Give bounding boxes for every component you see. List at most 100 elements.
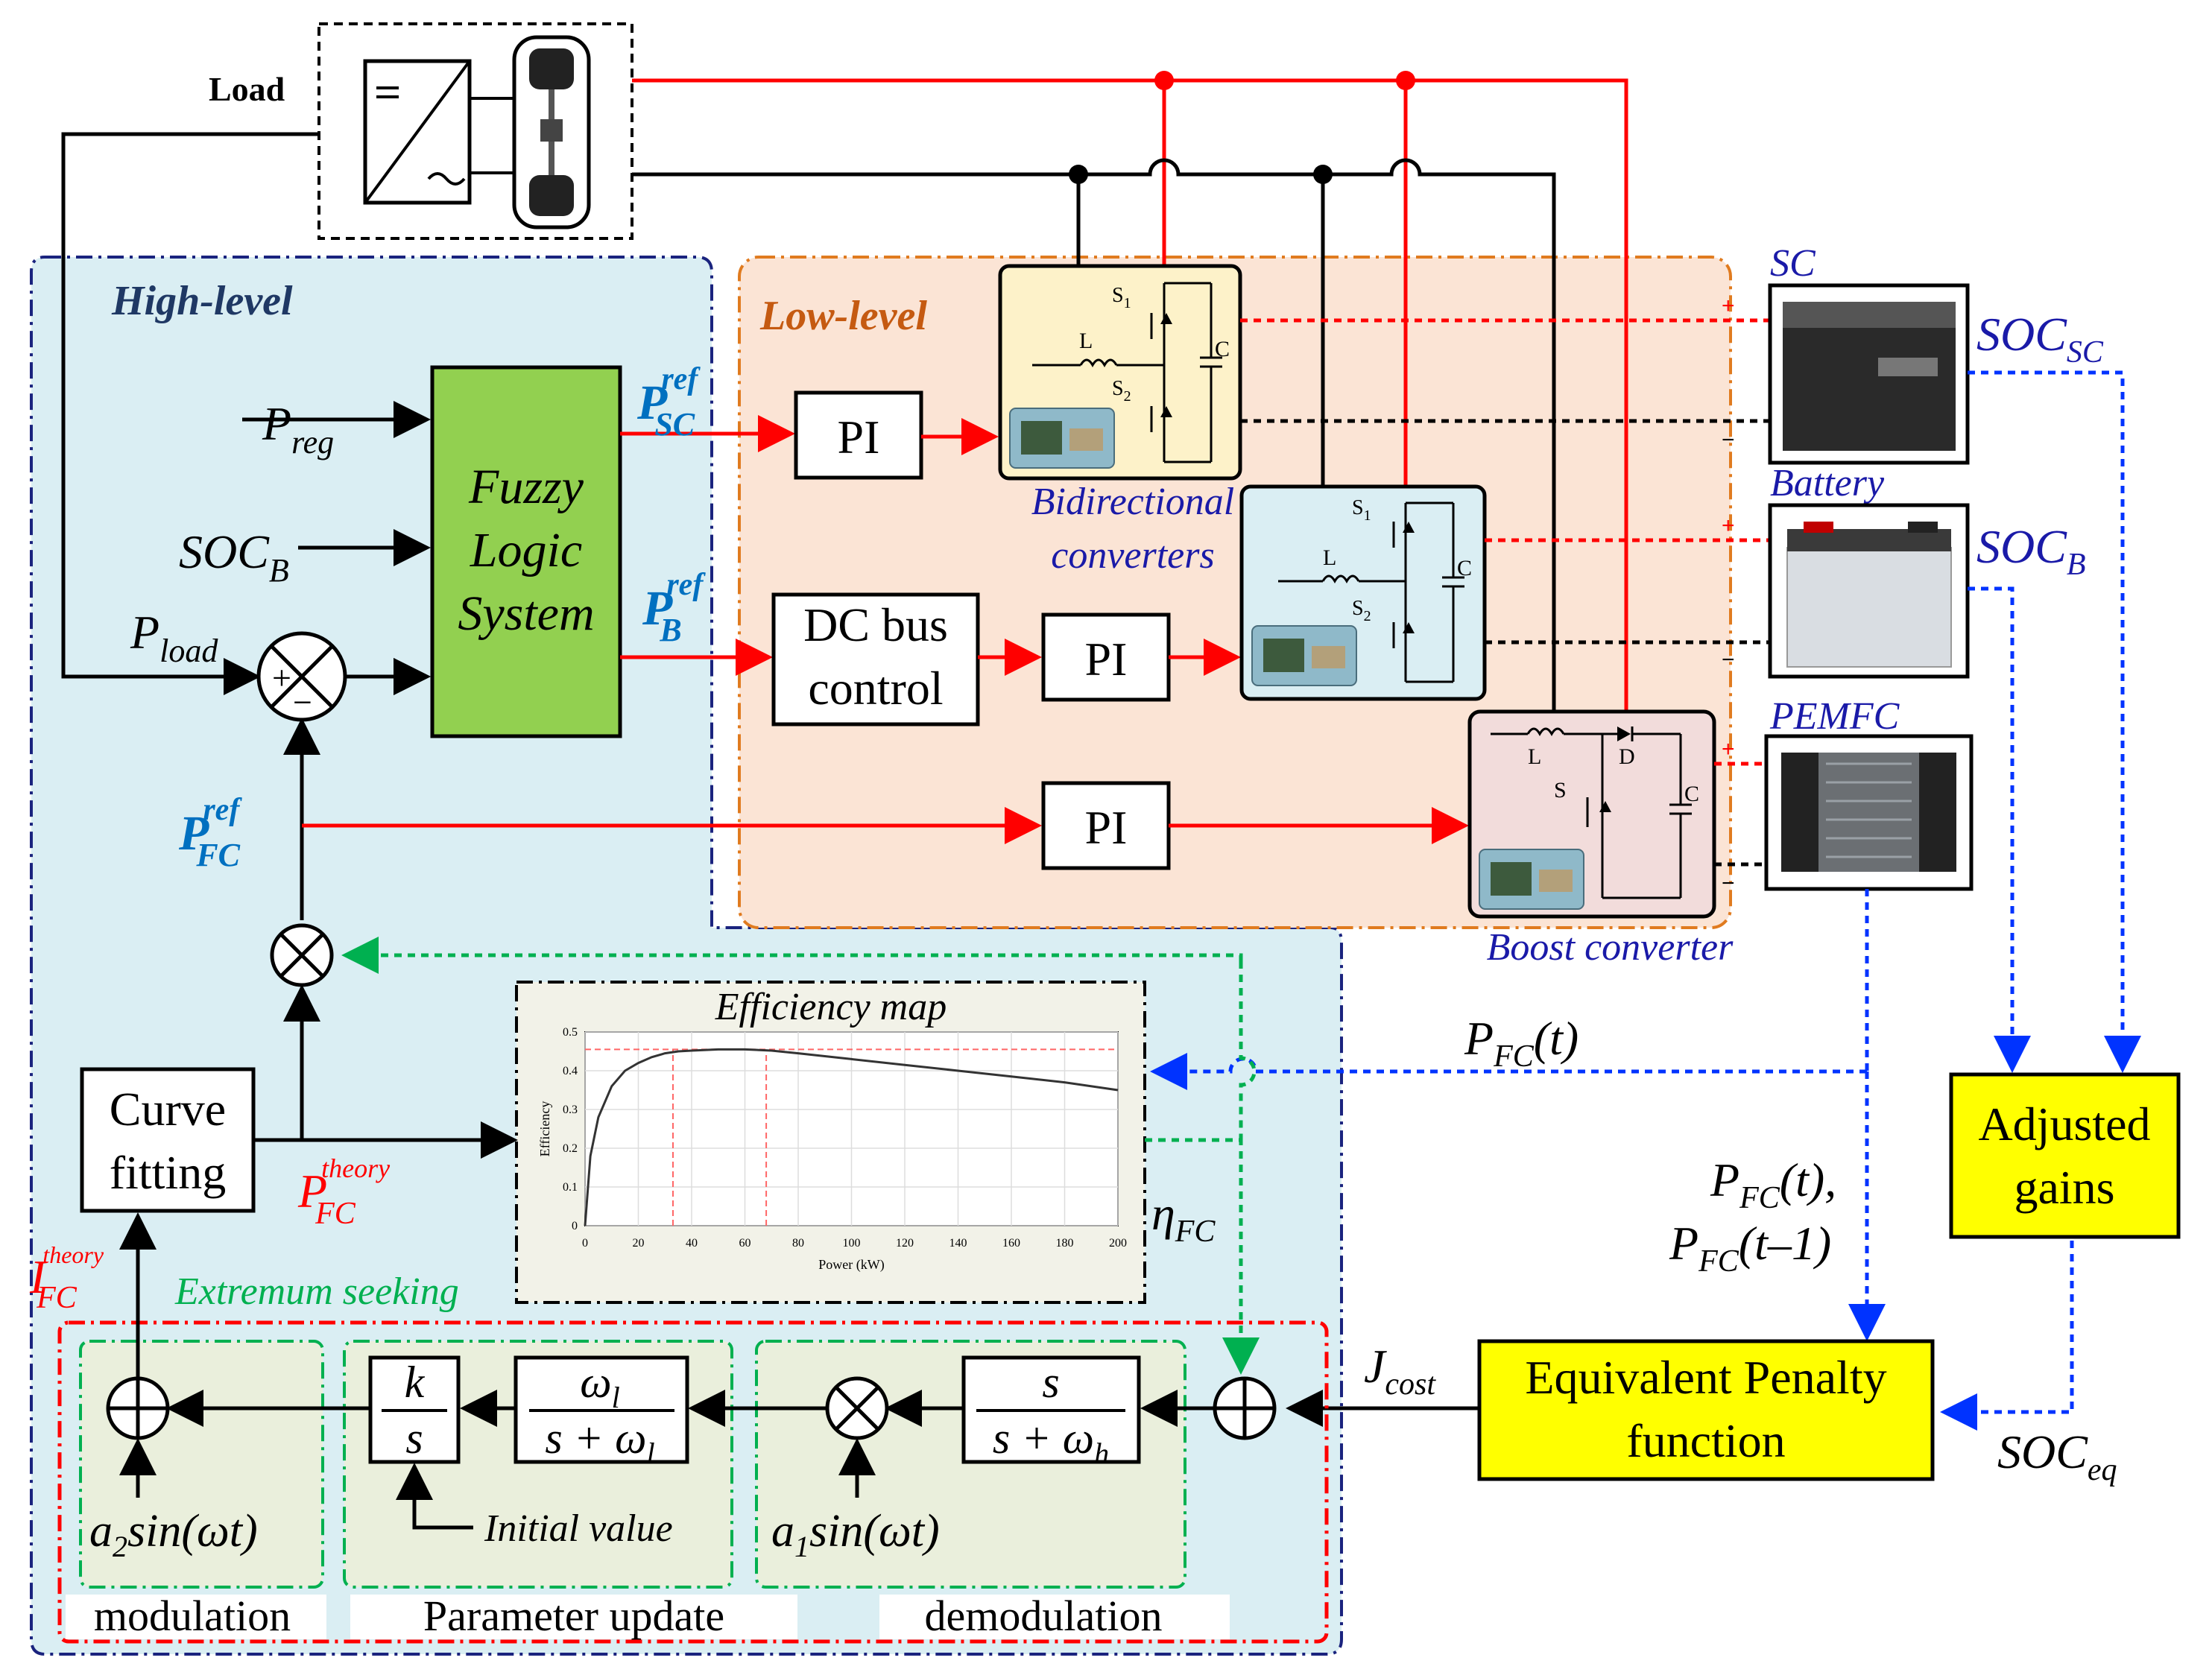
svg-text:C: C: [1684, 782, 1699, 806]
bidirectional-label-line2: converters: [1051, 534, 1214, 577]
x-tick-label: 60: [739, 1237, 751, 1250]
load-power-wire: [61, 132, 319, 695]
x-axis-label: Power (kW): [818, 1257, 884, 1273]
soc-b-input-label: SOCB: [179, 525, 289, 589]
fuzzy-label-line1: Fuzzy: [468, 460, 584, 514]
high-level-region: [30, 256, 1343, 1656]
boost-converter-label: Boost converter: [1487, 926, 1734, 969]
a1-sin-label: a1sin(ωt): [771, 1506, 940, 1563]
j-cost-label: Jcost: [1364, 1340, 1436, 1402]
x-tick-label: 140: [949, 1237, 967, 1250]
pi-label-fc: PI: [1085, 801, 1128, 854]
svg-text:C: C: [1215, 337, 1230, 361]
x-tick-label: 40: [686, 1237, 698, 1250]
bidirectional-label-line1: Bidirectional: [1031, 481, 1234, 523]
svg-text:L: L: [1323, 545, 1336, 570]
high-level-title: High-level: [111, 278, 293, 324]
penalty-line1: Equivalent Penalty: [1525, 1351, 1886, 1404]
pemfc-label: PEMFC: [1769, 695, 1900, 738]
svg-text:L: L: [1079, 329, 1093, 353]
bidirectional-converter-battery: L S1 S2 C: [1239, 484, 1487, 701]
pi-label-battery: PI: [1085, 633, 1128, 686]
x-tick-label: 120: [896, 1237, 914, 1250]
pi-block-fc: [1041, 781, 1171, 870]
pi-block-sc: [794, 390, 923, 480]
lpf-denominator: s + ωl: [545, 1413, 654, 1470]
curve-fitting-block: [80, 1067, 256, 1213]
y-tick-label: 0.3: [563, 1104, 578, 1116]
hpf-numerator: s: [1042, 1358, 1059, 1407]
efficiency-curve: [584, 1048, 1119, 1226]
y-tick-label: 0.2: [563, 1142, 578, 1155]
p-reg-label: Preg: [262, 397, 334, 460]
svg-text:−: −: [293, 683, 312, 721]
dc-bus-label-line2: control: [808, 662, 943, 715]
x-tick-label: 80: [792, 1237, 804, 1250]
integrator-numerator: k: [405, 1358, 426, 1407]
adjusted-gains-line2: gains: [2014, 1161, 2114, 1214]
dc-bus-positive-wire: [632, 78, 1628, 715]
y-axis-label: Efficiency: [537, 1101, 552, 1157]
soc-sc-label: SOCSC: [1976, 308, 2104, 370]
x-tick-label: 180: [1056, 1237, 1074, 1250]
curve-fitting-line1: Curve: [110, 1083, 226, 1136]
eta-fc-label: ηFC: [1151, 1187, 1216, 1249]
initial-value-label: Initial value: [484, 1507, 673, 1550]
y-tick-label: 0: [572, 1220, 578, 1232]
svg-text:+: +: [1722, 737, 1735, 762]
pfc-t-label: PFC(t): [1464, 1012, 1579, 1074]
integrator-denominator: s: [405, 1413, 423, 1463]
penalty-line2: function: [1626, 1414, 1785, 1467]
svg-text:S1: S1: [1112, 284, 1131, 311]
summing-junction-jcost: [1213, 1376, 1277, 1440]
svg-text:−: −: [1722, 871, 1735, 896]
x-tick-label: 0: [582, 1237, 588, 1250]
y-tick-label: 0.5: [563, 1026, 578, 1039]
dc-bus-label-line1: DC bus: [803, 598, 948, 651]
pfc-t-minus-1-label: PFC(t–1): [1669, 1217, 1831, 1279]
x-tick-label: 160: [1002, 1237, 1020, 1250]
svg-text:S2: S2: [1352, 597, 1371, 624]
low-level-title: Low-level: [759, 293, 927, 339]
efficiency-map-title: Efficiency map: [715, 986, 947, 1028]
a2-sin-label: a2sin(ωt): [89, 1506, 258, 1563]
battery-label: Battery: [1770, 462, 1885, 504]
svg-text:D: D: [1619, 744, 1635, 769]
adjusted-gains-block: [1949, 1072, 2181, 1239]
bidirectional-converter-sc: L S1 S2 C: [998, 264, 1242, 481]
svg-text:C: C: [1457, 556, 1472, 580]
svg-text:+: +: [1722, 513, 1735, 538]
hpf-denominator: s + ωh: [993, 1413, 1109, 1470]
fuzzy-logic-system-block: [430, 365, 622, 738]
modulation-label: modulation: [94, 1592, 291, 1640]
fuzzy-label-line2: Logic: [470, 523, 582, 577]
demodulation-label: demodulation: [925, 1592, 1163, 1640]
soc-b-label: SOCB: [1976, 520, 2086, 582]
extremum-seeking-region: [57, 1320, 1329, 1644]
fuzzy-label-line3: System: [458, 586, 594, 641]
curve-fitting-line2: fitting: [110, 1146, 226, 1199]
svg-text:L: L: [1528, 744, 1541, 769]
extremum-seeking-title: Extremum seeking: [174, 1270, 459, 1313]
pfc-t-comma-label: PFC(t),: [1710, 1153, 1836, 1215]
x-tick-label: 200: [1109, 1237, 1127, 1250]
y-tick-label: 0.1: [563, 1181, 578, 1194]
svg-text:−: −: [1722, 648, 1735, 672]
y-tick-label: 0.4: [563, 1065, 578, 1077]
dc-bus-control-block: [771, 592, 980, 726]
adjusted-gains-line1: Adjusted: [1978, 1098, 2150, 1150]
x-tick-label: 100: [843, 1237, 861, 1250]
svg-text:S1: S1: [1352, 496, 1371, 524]
dc-bus-negative-wire: [632, 158, 1556, 712]
pi-block-battery: [1041, 612, 1171, 702]
modulation-summing-junction: [106, 1376, 170, 1440]
multiplier-fc: [270, 923, 334, 987]
load-label: Load: [209, 70, 285, 108]
sc-label: SC: [1770, 242, 1816, 285]
